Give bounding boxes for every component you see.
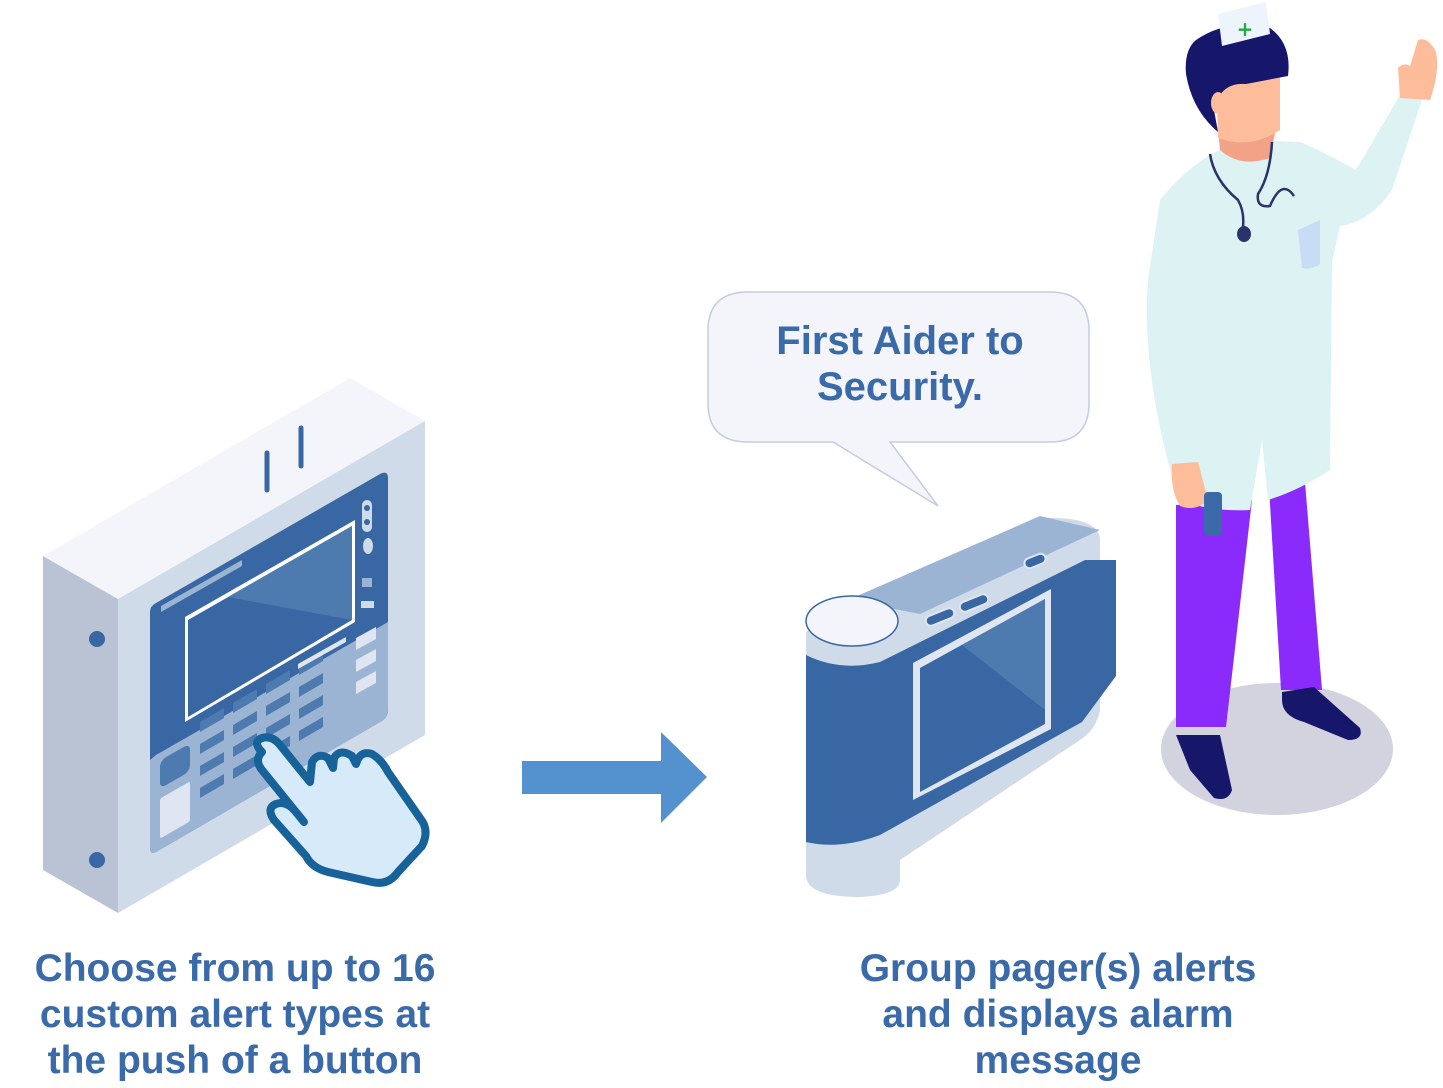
- caption-line: custom alert types at: [39, 993, 431, 1036]
- keypad-large-button[interactable]: [160, 743, 190, 788]
- key-switch: [363, 538, 373, 554]
- trousers-left-leg: [1176, 500, 1252, 727]
- keypad-button[interactable]: [233, 755, 257, 779]
- keypad-button[interactable]: [233, 711, 257, 735]
- ear: [1211, 92, 1225, 114]
- coat-pocket: [1298, 220, 1320, 269]
- trousers-right-leg: [1268, 470, 1322, 690]
- caption-line: Choose from up to 16: [34, 947, 436, 990]
- stethoscope-icon: [1208, 141, 1296, 235]
- keypad-button[interactable]: [233, 733, 257, 757]
- shoe: [1176, 735, 1232, 799]
- keypad-button[interactable]: [233, 689, 257, 713]
- soft-button[interactable]: [356, 649, 376, 672]
- caption-line: and displays alarm: [882, 993, 1234, 1036]
- caption-line: Group pager(s) alerts: [859, 947, 1257, 990]
- lower-hand: [1171, 462, 1208, 508]
- caption-line: the push of a button: [47, 1039, 423, 1082]
- keypad-button[interactable]: [200, 752, 224, 776]
- speech-bubble-line: Security.: [817, 365, 983, 409]
- pager-button[interactable]: [958, 593, 990, 614]
- keypad-button[interactable]: [200, 708, 224, 732]
- indicator-light: [364, 505, 370, 511]
- alarm-control-panel: [43, 378, 430, 913]
- step1-caption: Choose from up to 16 custom alert types …: [0, 946, 480, 1084]
- flow-arrow-icon: [522, 732, 707, 823]
- keypad-button[interactable]: [299, 695, 323, 719]
- pager-top: [848, 516, 1100, 614]
- panel-side-face: [43, 556, 118, 913]
- soft-buttons: [298, 627, 376, 694]
- nurse-cap: [1218, 2, 1270, 46]
- keypad-button[interactable]: [200, 730, 224, 754]
- indicator-light: [364, 519, 370, 525]
- lab-coat: [1146, 95, 1422, 511]
- panel-screen-glare: [228, 526, 352, 620]
- speech-bubble: [707, 291, 1090, 507]
- stethoscope-chestpiece: [1237, 226, 1251, 242]
- pager-end-cap: [805, 595, 899, 647]
- soft-button-bar: [298, 637, 346, 669]
- speech-bubble-text: First Aider to Security.: [708, 318, 1092, 410]
- caption-line: message: [974, 1039, 1142, 1082]
- usb-port: [361, 601, 374, 608]
- indicator-lights: [362, 500, 372, 532]
- keypad-button[interactable]: [299, 717, 323, 741]
- speech-bubble-line: First Aider to: [776, 319, 1024, 363]
- pager-screen-glare: [962, 599, 1045, 710]
- keypad-button[interactable]: [299, 673, 323, 697]
- raised-hand: [1398, 39, 1438, 100]
- held-pager: [1204, 492, 1222, 536]
- screw: [89, 852, 105, 868]
- panel-title-bar: [161, 560, 242, 612]
- status-led: [362, 578, 372, 587]
- group-pager: [805, 516, 1116, 897]
- cross-icon: +: [1237, 17, 1254, 41]
- pager-button[interactable]: [1023, 552, 1047, 570]
- screw: [89, 631, 105, 647]
- shoe: [1282, 687, 1361, 740]
- panel-top-face: [43, 378, 425, 599]
- keypad-button[interactable]: [200, 774, 224, 798]
- soft-button[interactable]: [356, 671, 376, 694]
- first-aider-figure: +: [1146, 2, 1438, 815]
- keypad-button[interactable]: [266, 670, 290, 694]
- pointing-hand-icon: [253, 733, 430, 887]
- soft-button[interactable]: [356, 627, 376, 650]
- keypad-button[interactable]: [266, 692, 290, 716]
- keypad-button[interactable]: [266, 714, 290, 738]
- pager-button[interactable]: [924, 607, 956, 628]
- keypad-large-button[interactable]: [160, 781, 190, 838]
- step2-caption: Group pager(s) alerts and displays alarm…: [808, 946, 1308, 1084]
